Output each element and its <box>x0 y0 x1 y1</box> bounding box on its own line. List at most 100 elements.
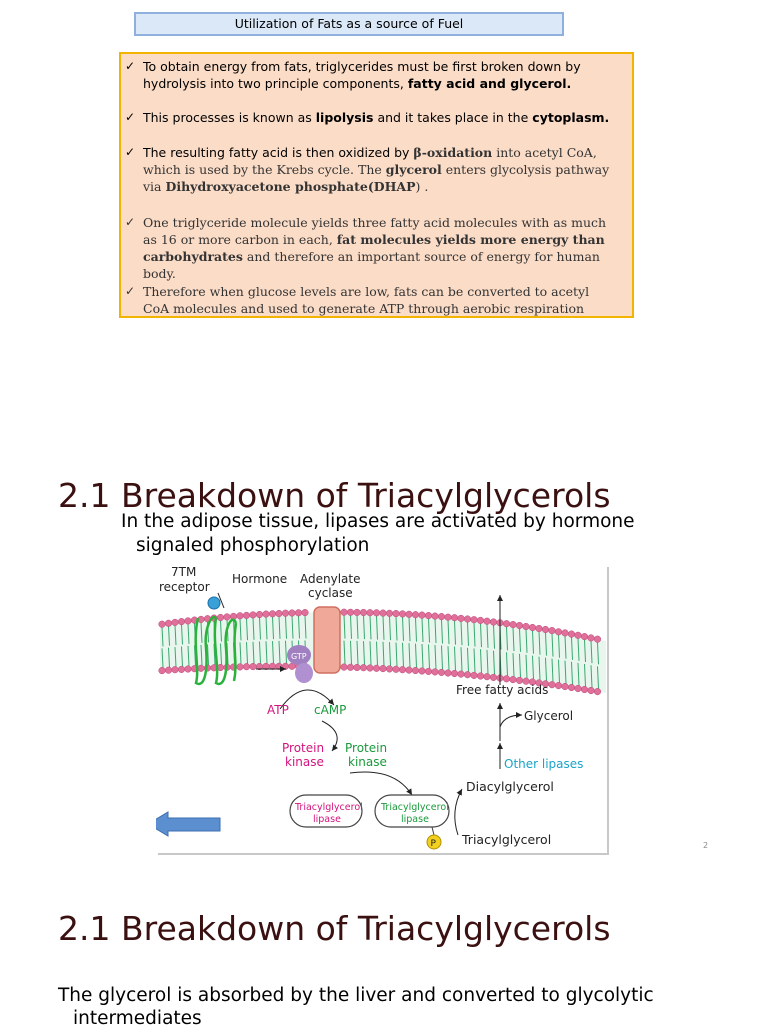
lipid-head <box>346 608 355 616</box>
lipid-head <box>489 618 498 626</box>
lipid-tail <box>571 637 573 660</box>
lipid-tail <box>291 615 294 639</box>
lipid-tail <box>343 640 346 665</box>
lipid-head <box>424 612 433 620</box>
section-heading: 2.1 Breakdown of Triacylglycerols <box>58 909 611 948</box>
lipid-head <box>301 609 309 617</box>
arrow <box>499 712 523 728</box>
lipid-tail <box>363 641 365 665</box>
lipid-tail <box>200 644 203 666</box>
lipid-tail <box>506 652 508 676</box>
lipid-tail <box>467 647 469 672</box>
bullet-text: into acetyl CoA, which is used by the Kr… <box>143 145 597 177</box>
lipid-head <box>366 664 374 672</box>
lipid-tail <box>564 635 567 659</box>
lipid-tail <box>389 616 391 641</box>
lipid-head <box>184 665 192 673</box>
lipid-tail <box>298 615 300 639</box>
lipid-tail <box>421 618 424 643</box>
bullet-3: ✓ The resulting fatty acid is then oxidi… <box>125 144 619 195</box>
lipid-tail <box>246 642 248 664</box>
lipid-tail <box>376 641 378 666</box>
lipid-head <box>489 673 498 681</box>
lipid-head <box>177 665 186 673</box>
lipid-head <box>392 610 400 618</box>
lipid-head <box>476 616 485 624</box>
lipid-tail <box>343 615 346 639</box>
lipid-head <box>379 665 387 673</box>
lipid-tail <box>408 643 411 668</box>
section-text-line: signaled phosphorylation <box>136 535 370 556</box>
section-text-line: intermediates <box>73 1008 202 1029</box>
g-protein-shape <box>287 645 311 665</box>
lipid-tail <box>265 641 268 664</box>
lipid-head <box>574 684 582 693</box>
lipid-tail <box>187 623 190 644</box>
lipid-tail <box>441 645 443 670</box>
lipid-head <box>249 663 257 671</box>
lipid-head <box>587 686 595 695</box>
cell-membrane <box>158 608 606 696</box>
bullet-bold: lipolysis <box>315 110 374 125</box>
glycerol-label: Glycerol <box>524 709 573 723</box>
lipid-tail <box>350 640 352 665</box>
back-arrow-icon[interactable] <box>147 811 221 837</box>
section-text-line: The glycerol is absorbed by the liver an… <box>58 985 654 1006</box>
lipid-tail <box>525 629 528 653</box>
lipid-tail <box>402 616 404 641</box>
other-lipases-label: Other lipases <box>504 757 583 771</box>
lipid-tail <box>220 620 222 642</box>
lipid-tail <box>486 649 489 674</box>
phosphate-shape <box>426 834 442 850</box>
lipid-head <box>353 608 361 616</box>
lipid-tail <box>395 642 398 667</box>
lipid-tail <box>564 660 567 684</box>
lipid-head <box>528 623 537 632</box>
bullet-bold: Dihydroxyacetone phosphate(DHAP <box>165 179 416 194</box>
bullet-bold: fatty acid and glycerol. <box>407 76 572 91</box>
lipid-head <box>509 676 517 684</box>
tg-lipase-inactive-label: lipase <box>313 814 341 825</box>
lipid-head <box>158 620 166 628</box>
check-icon: ✓ <box>125 59 136 73</box>
lipid-tail <box>532 655 534 680</box>
lipid-tail <box>168 647 170 668</box>
gtp-label: GTP <box>291 652 307 661</box>
lipid-head <box>431 612 439 620</box>
check-icon: ✓ <box>125 284 136 298</box>
lipid-head <box>587 634 595 642</box>
bullet-text: This processes is known as <box>143 110 316 125</box>
arrow <box>349 771 413 796</box>
lipid-head <box>405 666 413 674</box>
lipid-head <box>216 613 225 622</box>
lipid-tail <box>545 632 547 656</box>
lipid-tail <box>447 646 450 671</box>
bullet-text: To obtain energy from fats, triglyceride… <box>143 59 581 91</box>
lipid-tail <box>259 617 261 640</box>
lipid-tail <box>356 615 359 639</box>
lipid-head <box>385 665 394 673</box>
lipid-tail <box>350 615 352 639</box>
section-text-line: In the adipose tissue, lipases are activ… <box>121 511 635 532</box>
lipid-tail <box>551 633 554 657</box>
phosphate-label: P <box>431 839 437 849</box>
lipid-head <box>359 664 368 672</box>
lipid-head <box>548 627 556 635</box>
lipid-head <box>223 613 231 621</box>
lipid-tail <box>181 624 183 645</box>
bullet-text: The resulting fatty acid is then oxidize… <box>143 145 414 160</box>
protein-kinase-inactive-label: kinase <box>285 755 324 769</box>
lipid-tail <box>551 658 554 682</box>
adenylate-cyclase-shape <box>313 606 341 674</box>
tg-lipase-active-label: Triacylglycerol <box>380 802 449 813</box>
lipid-head <box>450 614 459 622</box>
receptor-label: receptor <box>159 580 210 594</box>
lipid-head <box>359 608 368 617</box>
lipid-tail <box>181 646 183 667</box>
lipid-tail <box>519 628 521 652</box>
lipid-head <box>171 618 179 626</box>
lipid-head <box>236 663 244 671</box>
lipid-tail <box>512 627 515 652</box>
lipid-tail <box>382 616 385 640</box>
lipolysis-diagram: GTP 7TM receptor Hormone Adenylate cycla… <box>147 563 612 857</box>
